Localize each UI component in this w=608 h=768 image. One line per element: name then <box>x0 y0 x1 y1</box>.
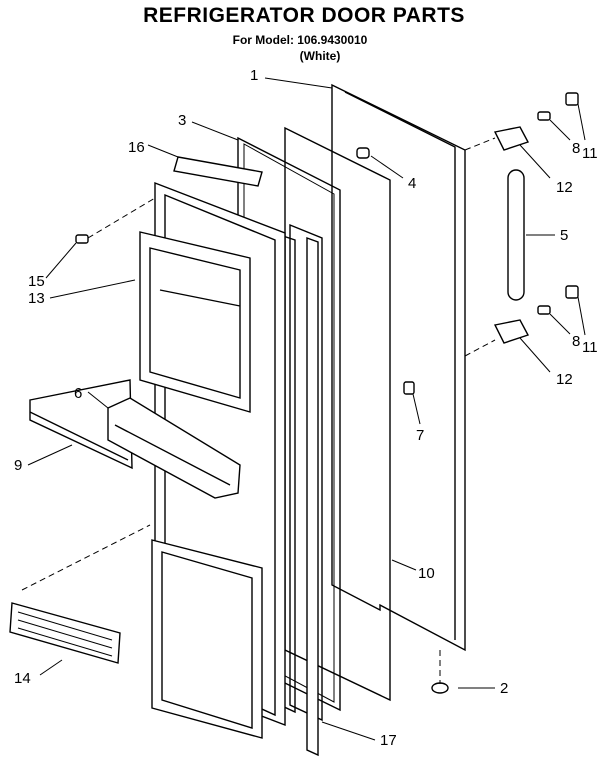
callout-8-lower: 8 <box>572 333 580 350</box>
clip <box>403 381 415 395</box>
callout-6: 6 <box>74 385 82 402</box>
diagram-title: REFRIGERATOR DOOR PARTS <box>143 4 465 27</box>
callout-2: 2 <box>500 680 508 697</box>
callout-16: 16 <box>128 139 145 156</box>
callout-17: 17 <box>380 732 397 749</box>
callout-1: 1 <box>250 67 258 84</box>
callout-7: 7 <box>416 427 424 444</box>
hinge-bracket-lower <box>493 319 530 344</box>
end-cap-upper <box>565 92 579 106</box>
callout-12-upper: 12 <box>556 179 573 196</box>
callout-13: 13 <box>28 290 45 307</box>
cap-plug <box>431 682 449 694</box>
callout-8-upper: 8 <box>572 140 580 157</box>
door-shelf <box>107 397 241 499</box>
screw-upper <box>537 111 551 121</box>
callout-14: 14 <box>14 670 31 687</box>
color-variant: (White) <box>299 49 341 63</box>
leader-lines <box>27 77 586 741</box>
callout-10: 10 <box>418 565 435 582</box>
top-trim <box>173 156 263 187</box>
outer-door-panel <box>331 83 466 652</box>
screw-lower <box>537 305 551 315</box>
callout-5: 5 <box>560 227 568 244</box>
callout-12-lower: 12 <box>556 371 573 388</box>
callout-15: 15 <box>28 273 45 290</box>
hinge-bracket-upper <box>493 126 530 151</box>
callout-9: 9 <box>14 457 22 474</box>
callout-11-lower: 11 <box>582 339 598 356</box>
door-handle <box>507 169 525 301</box>
model-number: For Model: 106.9430010 <box>232 33 368 47</box>
callout-3: 3 <box>178 112 186 129</box>
alignment-lines <box>21 137 496 684</box>
shelf-front <box>29 379 133 470</box>
callout-11-upper: 11 <box>582 145 598 162</box>
plug-button <box>356 147 370 159</box>
side-trim-strip <box>306 237 319 757</box>
dispenser-grille <box>9 602 121 664</box>
screw-liner <box>75 234 89 244</box>
callout-4: 4 <box>408 175 416 192</box>
end-cap-lower <box>565 285 579 299</box>
